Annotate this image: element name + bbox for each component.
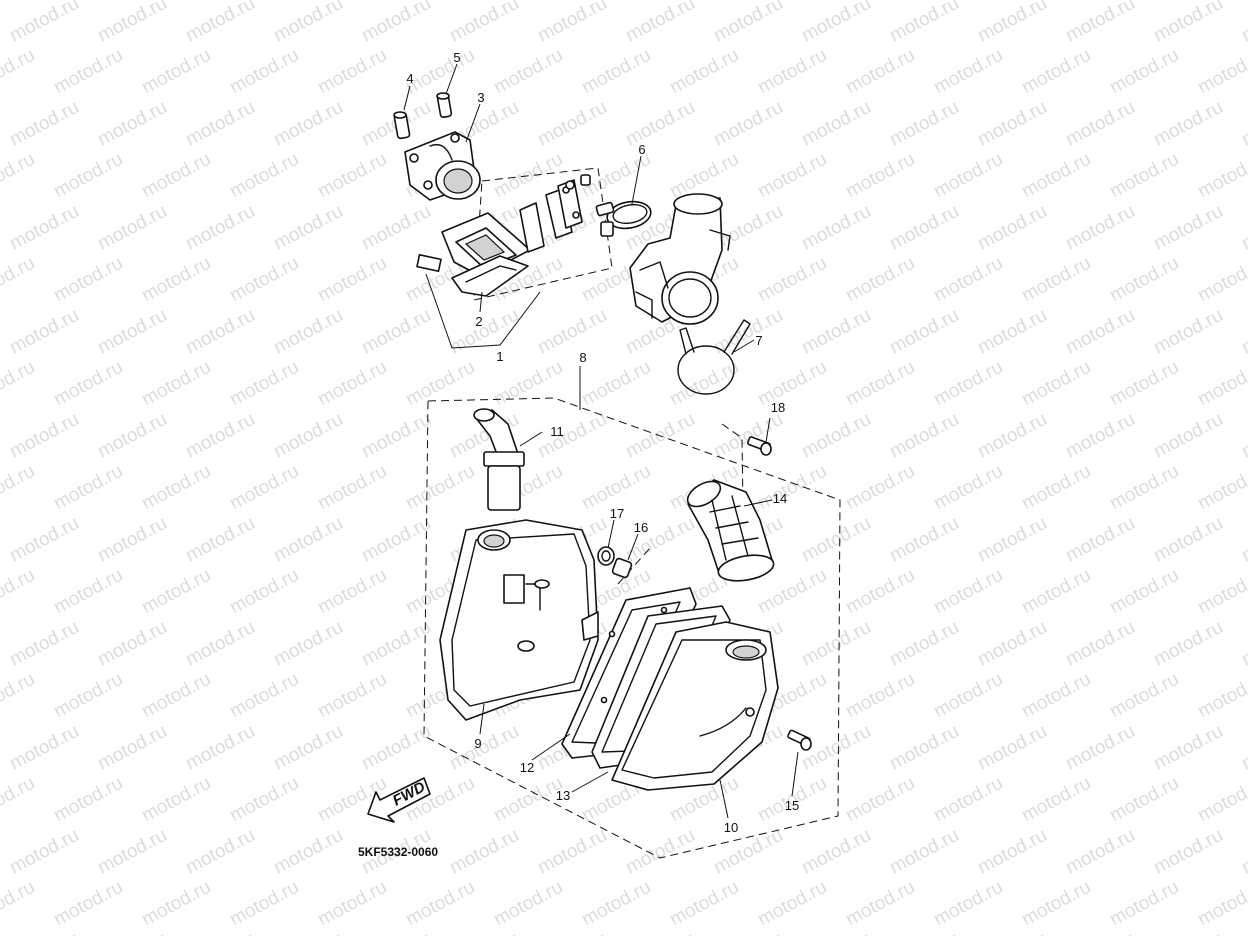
callout-5: 5 — [453, 50, 460, 65]
screw-top — [747, 436, 772, 456]
callout-3: 3 — [477, 90, 484, 105]
callout-8: 8 — [579, 350, 586, 365]
callout-11: 11 — [550, 424, 564, 439]
intake-manifold — [404, 131, 481, 201]
carburettor-joint — [629, 193, 731, 325]
reed-valve-block — [416, 212, 531, 297]
assembly-outline-lower — [423, 397, 841, 859]
fwd-arrow — [367, 777, 431, 823]
callout-6: 6 — [638, 142, 645, 157]
callout-4: 4 — [406, 71, 413, 86]
manifold-bolt-b — [436, 92, 453, 119]
air-cleaner-case — [439, 519, 599, 721]
hose-clamp — [595, 200, 652, 237]
wire-clip — [677, 319, 751, 395]
diagram-code: 5KF5332-0060 — [358, 845, 438, 859]
callout-1: 1 — [496, 349, 503, 364]
intake-duct — [686, 479, 775, 582]
joint-pipe — [473, 408, 525, 511]
screw-bottom — [787, 729, 812, 751]
air-cleaner-group — [367, 366, 841, 859]
air-cleaner-cap — [611, 621, 779, 791]
reed-petals — [519, 174, 591, 253]
callout-9: 9 — [474, 736, 481, 751]
grommet — [597, 546, 615, 566]
collar — [611, 557, 633, 579]
callout-15: 15 — [785, 798, 799, 813]
callout-7: 7 — [755, 333, 762, 348]
callout-10: 10 — [724, 820, 738, 835]
reed-valve-group — [393, 63, 755, 395]
manifold-bolt-a — [393, 111, 411, 140]
callout-17: 17 — [610, 506, 624, 521]
callout-2: 2 — [475, 314, 482, 329]
callout-13: 13 — [556, 788, 570, 803]
callout-14: 14 — [773, 491, 787, 506]
callout-12: 12 — [520, 760, 534, 775]
callout-16: 16 — [634, 520, 648, 535]
callout-18: 18 — [771, 400, 785, 415]
